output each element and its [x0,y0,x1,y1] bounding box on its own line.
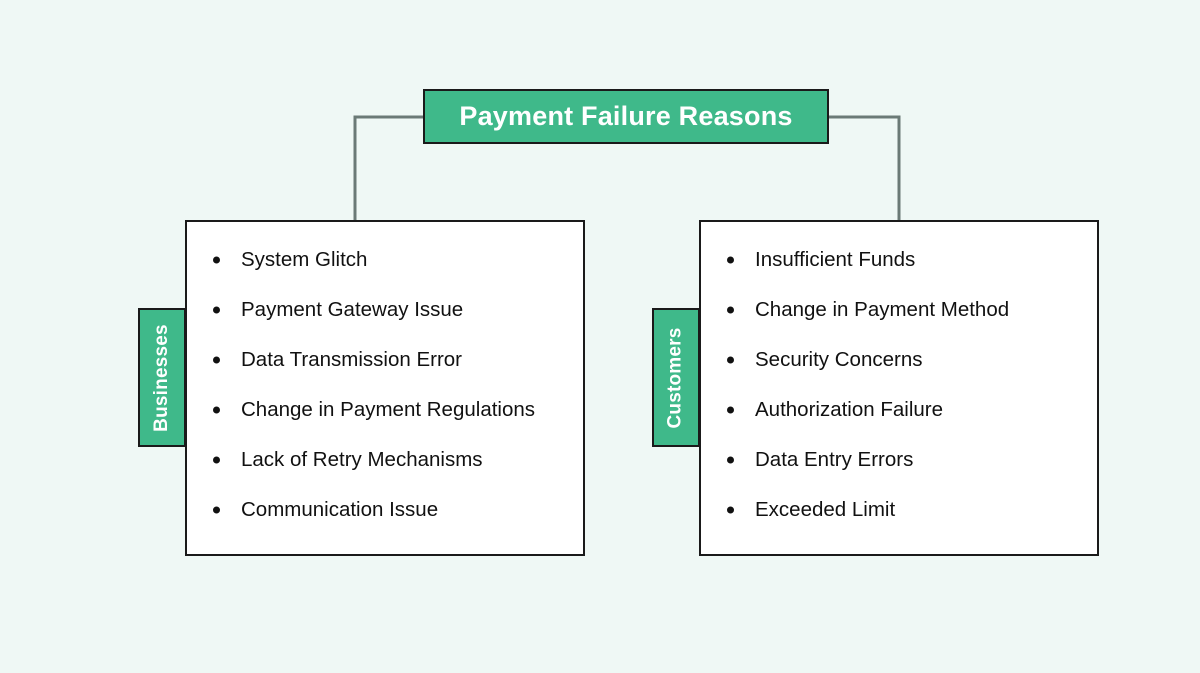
root-node[interactable]: Payment Failure Reasons [423,89,829,144]
connector-right [829,115,901,221]
bullet-icon [727,256,734,264]
bullet-icon [213,356,220,364]
category-tab-label-customers: Customers [665,326,686,429]
bullet-icon [727,406,734,414]
list-item: Data Entry Errors [727,448,1079,471]
branch-box-customers: Insufficient Funds Change in Payment Met… [699,220,1099,556]
item-list-customers: Insufficient Funds Change in Payment Met… [727,248,1079,521]
list-item: Data Transmission Error [213,348,565,371]
list-item-label: Security Concerns [755,348,923,371]
list-item-label: Lack of Retry Mechanisms [241,448,483,471]
branch-box-businesses: System Glitch Payment Gateway Issue Data… [185,220,585,556]
list-item-label: Payment Gateway Issue [241,298,464,321]
bullet-icon [727,306,734,314]
list-item-label: Data Entry Errors [755,448,914,471]
bullet-icon [727,356,734,364]
category-tab-label-businesses: Businesses [151,323,172,432]
list-item-label: Change in Payment Method [755,298,1010,321]
bullet-icon [727,456,734,464]
list-item-label: Authorization Failure [755,398,944,421]
list-item-label: Insufficient Funds [755,248,916,271]
bullet-icon [213,256,220,264]
category-tab-businesses[interactable]: Businesses [138,308,186,447]
category-tab-customers[interactable]: Customers [652,308,700,447]
root-title: Payment Failure Reasons [459,101,793,131]
bullet-icon [213,306,220,314]
list-item-label: Data Transmission Error [241,348,463,371]
bullet-icon [213,506,220,514]
list-item: Communication Issue [213,498,565,521]
bullet-icon [727,506,734,514]
bullet-icon [213,456,220,464]
list-item: Lack of Retry Mechanisms [213,448,565,471]
list-item-label: Change in Payment Regulations [241,398,536,421]
connector-left [353,115,423,221]
list-item-label: System Glitch [241,248,368,271]
list-item-label: Exceeded Limit [755,498,896,521]
list-item-label: Communication Issue [241,498,439,521]
list-item: Security Concerns [727,348,1079,371]
list-item: Authorization Failure [727,398,1079,421]
list-item: Exceeded Limit [727,498,1079,521]
item-list-businesses: System Glitch Payment Gateway Issue Data… [213,248,565,521]
list-item: Insufficient Funds [727,248,1079,271]
bullet-icon [213,406,220,414]
list-item: Payment Gateway Issue [213,298,565,321]
list-item: Change in Payment Method [727,298,1079,321]
list-item: Change in Payment Regulations [213,398,565,421]
list-item: System Glitch [213,248,565,271]
